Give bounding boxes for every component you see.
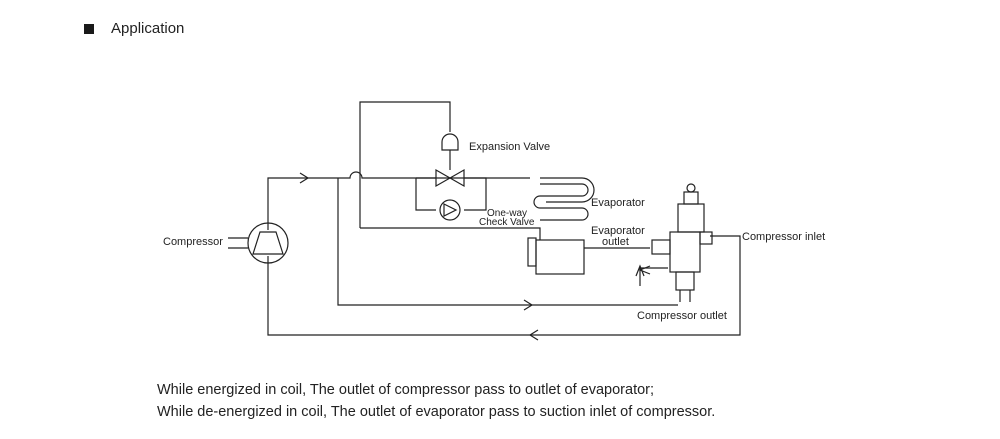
compressor-inner-icon — [252, 231, 284, 255]
valve-body — [669, 231, 701, 273]
bottom-arrow-icon — [528, 329, 539, 341]
bottom-return-pipe — [267, 235, 741, 336]
evaporator-label: Evaporator — [591, 197, 645, 209]
check-valve-triangle-icon — [443, 203, 458, 217]
discharge-pipe — [267, 171, 530, 230]
middle-return-pipe — [337, 178, 678, 306]
description-line-1: While energized in coil, The outlet of c… — [157, 382, 655, 398]
compressor-inlet-pipe — [228, 237, 248, 249]
valve-pipe-arrow-icon — [638, 265, 651, 275]
middle-arrow-icon — [523, 299, 534, 311]
liquid-pipe — [360, 227, 541, 240]
solenoid-coil — [677, 203, 705, 233]
top-loop-pipe — [359, 101, 451, 228]
valve-bowtie-icon — [435, 168, 465, 188]
square-bullet-icon — [84, 23, 94, 34]
valve-left-port — [651, 239, 671, 255]
solenoid-cap — [683, 191, 699, 205]
inner-return-arrow — [639, 267, 668, 286]
check-valve-label-2: Check Valve — [479, 217, 535, 228]
compressor-inlet-label: Compressor inlet — [742, 231, 825, 243]
expansion-valve-icon — [441, 133, 459, 170]
discharge-arrow-icon — [299, 172, 310, 184]
check-valve-icon — [439, 199, 461, 221]
compressor-icon — [247, 222, 289, 264]
compressor-label: Compressor — [163, 236, 223, 248]
evaporator-coil-icon — [533, 183, 589, 221]
evaporator-box-inlet — [527, 237, 537, 267]
check-valve-label-1: One-way — [487, 208, 527, 219]
section-title: Application — [111, 20, 185, 37]
valve-branch-pipe — [415, 177, 487, 211]
inner-arrow-icon — [635, 264, 645, 277]
evaporator-coil-icon-outer — [540, 177, 595, 203]
evaporator-outlet-label-2: outlet — [602, 236, 629, 248]
evaporator-box — [535, 239, 585, 275]
valve-bottom-stub — [679, 290, 691, 302]
compressor-outlet-label: Compressor outlet — [637, 310, 727, 322]
description-line-2: While de-energized in coil, The outlet o… — [157, 404, 716, 420]
valve-bottom-port — [675, 271, 695, 291]
solenoid-terminal-icon — [686, 183, 696, 193]
valve-side-port — [699, 231, 713, 245]
expansion-valve-label: Expansion Valve — [469, 141, 550, 153]
evaporator-outlet-label-1: Evaporator — [591, 225, 645, 237]
section-header: Application — [84, 20, 184, 37]
